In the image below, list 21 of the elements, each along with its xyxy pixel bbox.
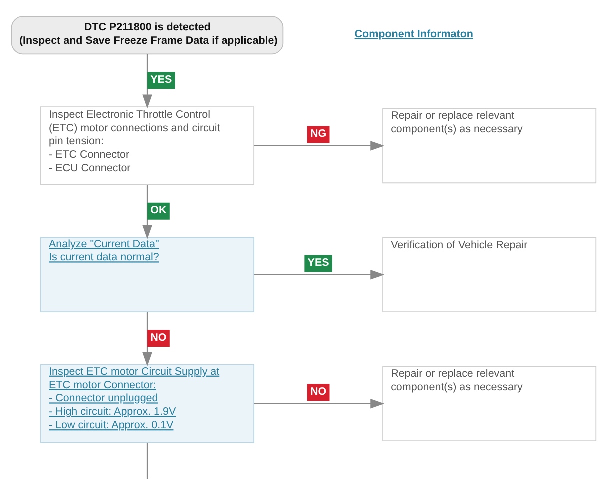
node-box: Repair or replace relevant component(s) as necessary xyxy=(382,108,597,184)
edge-label: NG xyxy=(310,128,327,140)
arrow xyxy=(142,312,152,366)
node-box: Inspect Electronic Throttle Control (ETC) motor connections and circuit pin tension: - ETC Connector - ECU Connector xyxy=(40,106,255,186)
edge-label: NO xyxy=(310,386,327,398)
node-box: Repair or replace relevant component(s) as necessary xyxy=(382,366,597,442)
arrow xyxy=(254,398,385,409)
node-box: Analyze "Current Data" Is current data normal? xyxy=(40,237,255,313)
connector xyxy=(146,443,148,480)
arrow xyxy=(142,54,152,109)
edge-label: NO xyxy=(150,332,167,344)
edge-label: OK xyxy=(150,204,167,217)
arrow xyxy=(254,270,385,280)
edge-label: YES xyxy=(150,74,172,86)
node-box: DTC P211800 is detected (Inspect and Save Freeze Frame Data if applicable) xyxy=(11,16,284,55)
edge-label: YES xyxy=(308,257,330,270)
arrow xyxy=(142,185,152,240)
node-box: Verification of Vehicle Repair xyxy=(382,237,597,313)
label: Component Informaton xyxy=(354,28,474,40)
node-box: Inspect ETC motor Circuit Supply at ETC motor Connector: - Connector unplugged - High circuit: Approx. 1.9V - Low circuit: Approx. 0.1V xyxy=(40,364,255,444)
arrow xyxy=(254,141,385,151)
